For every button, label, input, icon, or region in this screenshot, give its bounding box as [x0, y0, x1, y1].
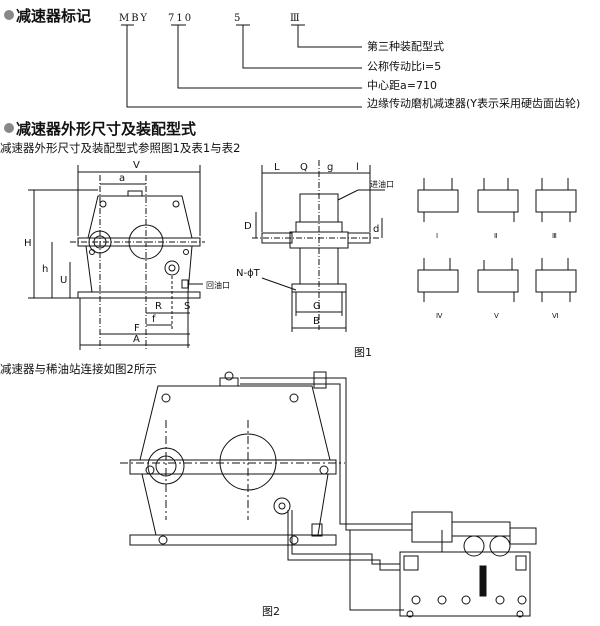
legend-assembly: 第三种装配型式	[367, 40, 444, 53]
legend-series: 边缘传动磨机减速器(Y表示采用硬齿面齿轮)	[367, 97, 581, 110]
assembly-types	[417, 178, 577, 302]
code-leader-assembly	[297, 25, 362, 48]
front-view	[28, 165, 205, 350]
dim-U: U	[60, 275, 67, 286]
dim-g: g	[327, 162, 333, 173]
section-title-dimensions: 减速器外形尺寸及装配型式	[16, 120, 197, 138]
assembly-type-labels: Ⅰ Ⅱ Ⅲ Ⅳ Ⅴ Ⅵ	[436, 232, 558, 320]
figure-2-caption: 图2	[262, 605, 280, 618]
label-oil-inlet: 进油口	[370, 179, 394, 189]
dim-H: H	[24, 238, 32, 249]
note-fig2: 减速器与稀油站连接如图2所示	[0, 362, 157, 376]
type-label-5: Ⅴ	[494, 312, 499, 320]
dim-d: d	[373, 224, 379, 235]
code-part-ratio: 5	[234, 13, 243, 24]
dim-S: S	[184, 301, 190, 312]
dim-D: D	[244, 221, 252, 232]
code-part-assembly: Ⅲ	[290, 13, 302, 24]
dim-h: h	[42, 264, 48, 275]
code-part-series: MBY	[119, 13, 150, 24]
dim-N-phiT: N-ϕT	[236, 268, 261, 279]
type-label-3: Ⅲ	[552, 232, 557, 240]
dim-A: A	[133, 334, 140, 345]
code-leader-center	[177, 25, 362, 89]
gearbox-with-oil-station	[120, 371, 537, 618]
dim-l: l	[356, 162, 359, 173]
type-label-6: Ⅵ	[552, 312, 558, 320]
dim-R: R	[155, 301, 162, 312]
section-title-marking: 减速器标记	[16, 7, 92, 25]
section-bullet	[4, 123, 14, 133]
code-leader-series	[126, 25, 362, 108]
dim-a: a	[119, 173, 125, 184]
type-label-2: Ⅱ	[494, 232, 497, 240]
section-bullet	[4, 10, 14, 20]
code-leader-ratio	[242, 25, 362, 69]
type-label-4: Ⅳ	[436, 312, 443, 320]
code-part-center-distance: 710	[168, 13, 194, 24]
dim-V: V	[133, 160, 140, 171]
side-dim-labels: L Q g l D d N-ϕT G B 进油口	[236, 162, 394, 327]
dim-L: L	[274, 162, 280, 173]
type-label-1: Ⅰ	[436, 232, 438, 240]
legend-ratio: 公称传动比i=5	[367, 60, 442, 73]
dim-F: F	[134, 323, 140, 334]
front-dim-labels: V a H h U R S f F A 回油口	[24, 160, 230, 345]
figure-1-caption: 图1	[354, 346, 372, 359]
note-fig1: 减速器外形尺寸及装配型式参照图1及表1与表2	[0, 141, 241, 155]
legend-center-distance: 中心距a=710	[367, 79, 437, 92]
dim-f: f	[152, 314, 156, 325]
side-view	[252, 160, 385, 332]
dim-B: B	[313, 316, 320, 327]
dim-G: G	[313, 301, 321, 312]
label-oil-outlet: 回油口	[206, 280, 230, 290]
dim-Q: Q	[300, 162, 308, 173]
